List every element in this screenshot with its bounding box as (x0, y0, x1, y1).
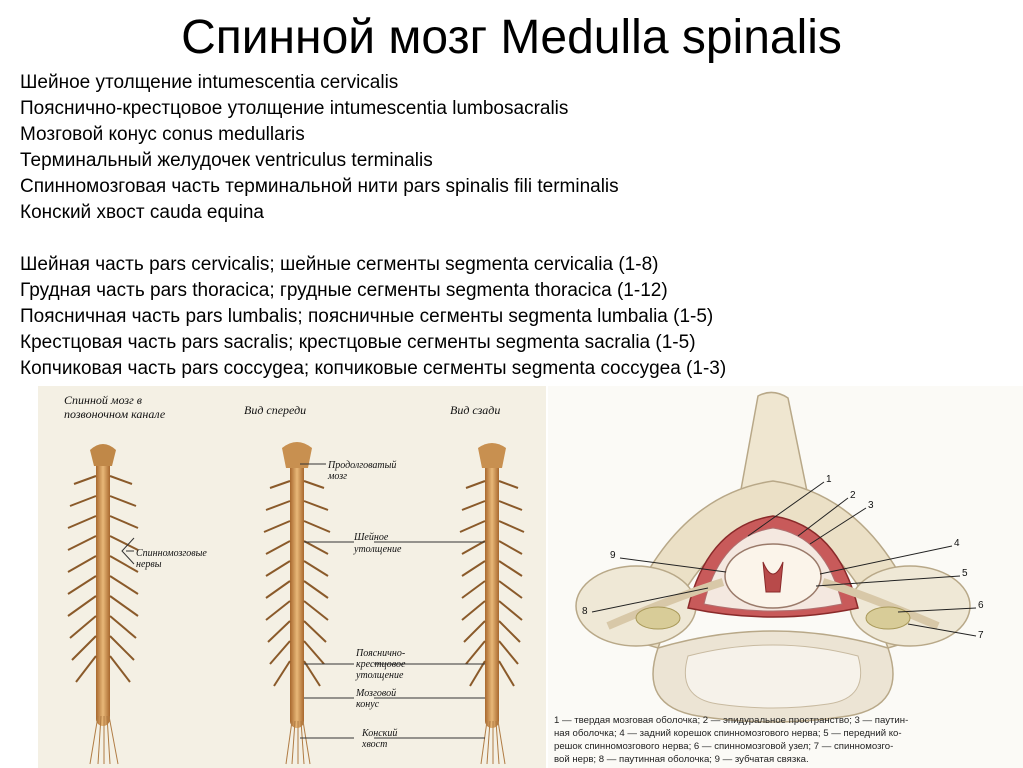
vertebra-cross-section-figure: 1 2 3 4 5 6 7 8 9 1 — твердая мозговая о… (548, 386, 1023, 768)
list-item: Спинномозговая часть терминальной нити p… (20, 176, 619, 197)
marker-2: 2 (850, 490, 856, 501)
label-medulla-oblongata: Продолговатый (328, 460, 397, 471)
marker-1: 1 (826, 474, 832, 485)
legend-line: ная оболочка; 4 — задний корешок спинном… (554, 728, 902, 739)
label-lumbosacral-enlargement: Пояснично- (356, 648, 406, 659)
label-cauda-equina: хвост (362, 739, 388, 750)
list-item: Копчиковая часть pars coccygea; копчиков… (20, 358, 727, 379)
list-item: Грудная часть pars thoracica; грудные се… (20, 280, 668, 301)
label-medulla-oblongata: мозг (328, 471, 348, 482)
list-item: Терминальный желудочек ventriculus termi… (20, 150, 433, 171)
label-cauda-equina: Конский (362, 728, 398, 739)
label-cervical-enlargement: Шейное (354, 532, 389, 543)
label-cervical-enlargement: утолщение (354, 544, 402, 555)
label-conus-medullaris: Мозговой (356, 688, 397, 699)
vertebra-drawing (575, 391, 977, 723)
marker-6: 6 (978, 600, 984, 611)
marker-5: 5 (962, 568, 968, 579)
label-lumbosacral-enlargement: крестцовое (356, 659, 406, 670)
list-item: Шейное утолщение intumescentia cervicali… (20, 72, 399, 93)
list-item: Пояснично-крестцовое утолщение intumesce… (20, 98, 569, 119)
marker-9: 9 (610, 550, 616, 561)
list-item: Крестцовая часть pars sacralis; крестцов… (20, 332, 696, 353)
label-spinal-nerves: нервы (136, 559, 162, 570)
list-item: Шейная часть pars cervicalis; шейные сег… (20, 254, 659, 275)
caption-back-view: Вид сзади (450, 403, 501, 417)
caption-canal: Спинной мозг в (64, 393, 142, 407)
legend-line: 1 — твердая мозговая оболочка; 2 — эпиду… (554, 715, 909, 726)
figure-legend: 1 — твердая мозговая оболочка; 2 — эпиду… (554, 714, 1016, 766)
cord-in-canal (67, 444, 139, 765)
label-spinal-nerves: Спинномозговые (136, 548, 207, 559)
list-item: Конский хвост cauda equina (20, 202, 264, 223)
caption-canal: позвоночном канале (64, 407, 166, 421)
marker-8: 8 (582, 606, 588, 617)
marker-3: 3 (868, 500, 874, 511)
marker-4: 4 (954, 538, 960, 549)
cord-back-view (459, 443, 525, 765)
caption-front-view: Вид спереди (244, 403, 307, 417)
list-item: Мозговой конус conus medullaris (20, 124, 305, 145)
label-conus-medullaris: конус (356, 699, 380, 710)
page-title: Спинной мозг Medulla spinalis (181, 11, 842, 64)
spinal-cord-drawing (67, 442, 525, 765)
list-item: Поясничная часть pars lumbalis; поясничн… (20, 306, 714, 327)
spinal-cord-views-figure: Спинной мозг в позвоночном канале Вид сп… (38, 386, 546, 768)
cord-front-view (263, 442, 331, 765)
structures-list: Шейное утолщение intumescentia cervicali… (20, 70, 619, 226)
marker-7: 7 (978, 630, 984, 641)
parts-list: Шейная часть pars cervicalis; шейные сег… (20, 252, 726, 382)
label-lumbosacral-enlargement: утолщение (356, 670, 404, 681)
legend-line: решок спинномозгового нерва; 6 — спинном… (554, 741, 894, 752)
legend-line: вой нерв; 8 — паутинная оболочка; 9 — зу… (554, 754, 809, 765)
